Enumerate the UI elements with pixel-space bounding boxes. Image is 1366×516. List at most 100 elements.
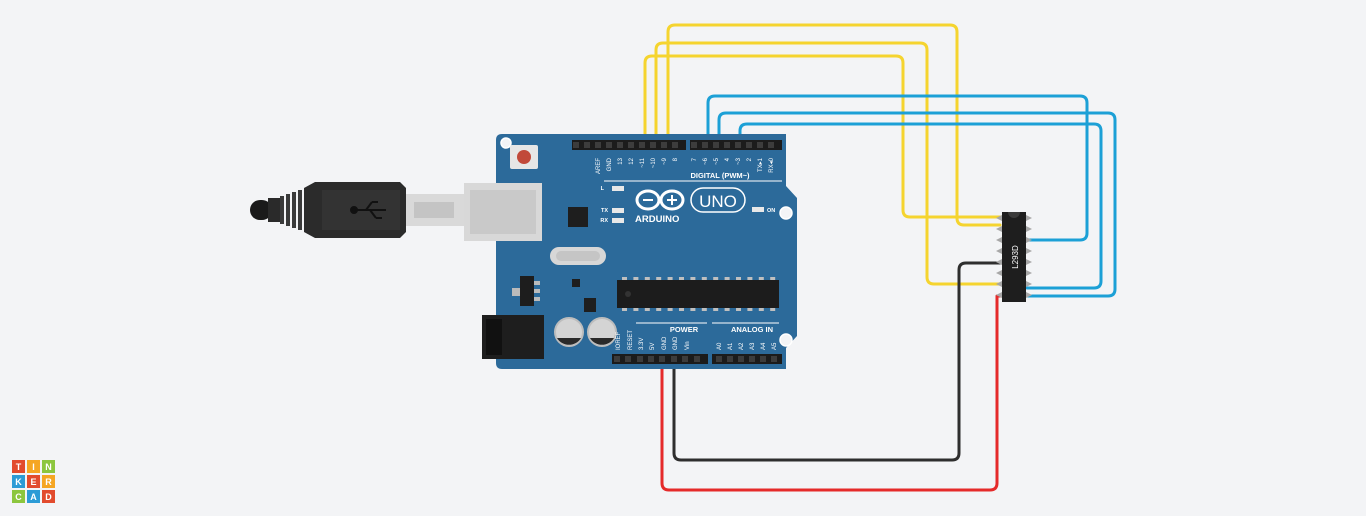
logo-cell <box>12 490 25 503</box>
digital-pin-label: 7 <box>692 157 698 161</box>
usb-cable[interactable] <box>250 182 466 238</box>
header-pin-hole[interactable] <box>573 142 579 148</box>
digital-pin-label: 2 <box>747 157 753 161</box>
analog-pin-holes[interactable] <box>716 356 777 362</box>
header-pin-hole[interactable] <box>595 142 601 148</box>
led-on <box>752 207 764 212</box>
l293d-body <box>1002 212 1026 302</box>
chip-pin <box>679 277 684 280</box>
l293d-pins[interactable] <box>996 215 1032 298</box>
header-pin-hole[interactable] <box>735 142 741 148</box>
model-badge <box>690 187 746 213</box>
wire-blue-pin6[interactable] <box>706 94 1089 242</box>
digital-pin-holes[interactable] <box>573 142 774 148</box>
power-jack-opening <box>486 319 502 355</box>
chip-pin <box>713 277 719 280</box>
l293d-pin-right[interactable] <box>1026 270 1032 276</box>
header-pin-hole[interactable] <box>738 356 744 362</box>
header-pin-hole[interactable] <box>727 356 733 362</box>
arduino-uno-board[interactable]: L TX RX ON ARDUINO UNO DIGITAL (PWM~) PO… <box>464 134 797 369</box>
chip-pin <box>622 277 627 280</box>
header-pin-hole[interactable] <box>682 356 688 362</box>
l293d-pin-left[interactable] <box>996 292 1002 298</box>
l293d-pin-left[interactable] <box>996 215 1002 221</box>
header-pin-hole[interactable] <box>606 142 612 148</box>
wire-blue-pin3[interactable] <box>738 122 1103 290</box>
header-pin-hole[interactable] <box>724 142 730 148</box>
header-pin-hole[interactable] <box>702 142 708 148</box>
digital-pin-label: ~10 <box>651 157 657 168</box>
analog-pin-label: A3 <box>750 342 756 350</box>
digital-pin-label: 12 <box>629 157 635 164</box>
wire-yellow-pin9[interactable] <box>643 54 1002 219</box>
header-pin-hole[interactable] <box>637 356 643 362</box>
wire-black-gnd[interactable] <box>672 261 1002 462</box>
usb-cable-end <box>250 200 272 220</box>
l293d-pin-right[interactable] <box>1026 226 1032 232</box>
l293d-pin-left[interactable] <box>996 281 1002 287</box>
header-pin-hole[interactable] <box>584 142 590 148</box>
wire-yellow-pin10[interactable] <box>654 41 1002 286</box>
l293d-pin-left[interactable] <box>996 226 1002 232</box>
l293d-pin-right[interactable] <box>1026 248 1032 254</box>
wire-blue-pin5[interactable] <box>717 111 1117 298</box>
chip-pin <box>736 277 741 280</box>
reset-button-cap[interactable] <box>517 150 531 164</box>
header-pin-hole[interactable] <box>694 356 700 362</box>
l293d-pin-left[interactable] <box>996 237 1002 243</box>
logo-letter: D <box>45 492 52 502</box>
l293d-chip[interactable]: L293D <box>996 212 1032 302</box>
power-pin-holes[interactable] <box>614 356 700 362</box>
header-pin-hole[interactable] <box>757 142 763 148</box>
power-header-label: POWER <box>670 325 699 334</box>
header-pin-hole[interactable] <box>661 142 667 148</box>
chip-pin <box>724 277 730 280</box>
power-pin-label: GND <box>673 336 679 350</box>
header-pin-hole[interactable] <box>760 356 766 362</box>
header-pin-hole[interactable] <box>617 142 623 148</box>
header-pin-hole[interactable] <box>628 142 634 148</box>
wire-red-5v[interactable] <box>660 294 1002 492</box>
header-pin-hole[interactable] <box>639 142 645 148</box>
header-pin-hole[interactable] <box>716 356 722 362</box>
digital-pin-label: TX▸1 <box>758 157 764 172</box>
header-pin-hole[interactable] <box>614 356 620 362</box>
header-pin-hole[interactable] <box>746 142 752 148</box>
l293d-pin-left[interactable] <box>996 259 1002 265</box>
header-pin-hole[interactable] <box>625 356 631 362</box>
regulator-lead <box>534 297 540 301</box>
analog-pin-label: A2 <box>739 342 745 350</box>
header-pin-hole[interactable] <box>691 142 697 148</box>
l293d-pin-right[interactable] <box>1026 292 1032 298</box>
l293d-pin-right[interactable] <box>1026 215 1032 221</box>
header-pin-hole[interactable] <box>659 356 665 362</box>
on-label: ON <box>767 208 775 214</box>
wire-yellow-pin11[interactable] <box>666 23 1002 227</box>
header-pin-hole[interactable] <box>713 142 719 148</box>
logo-letter: A <box>30 492 37 502</box>
analog-header <box>712 354 782 364</box>
l293d-pin-right[interactable] <box>1026 259 1032 265</box>
header-pin-hole[interactable] <box>671 356 677 362</box>
l293d-pin-left[interactable] <box>996 270 1002 276</box>
l293d-pin-right[interactable] <box>1026 281 1032 287</box>
header-pin-hole[interactable] <box>749 356 755 362</box>
header-pin-hole[interactable] <box>650 142 656 148</box>
l293d-pin-right[interactable] <box>1026 237 1032 243</box>
header-pin-hole[interactable] <box>672 142 678 148</box>
smd-component <box>572 279 580 287</box>
led-l <box>612 186 624 191</box>
header-pin-hole[interactable] <box>771 356 777 362</box>
brand-label: ARDUINO <box>635 214 679 225</box>
header-pin-hole[interactable] <box>648 356 654 362</box>
chip-pin <box>667 308 673 311</box>
l293d-pin-left[interactable] <box>996 248 1002 254</box>
regulator-lead <box>534 281 540 285</box>
header-pin-hole[interactable] <box>768 142 774 148</box>
usb-socket-inner <box>470 190 536 234</box>
chip-pin <box>690 277 696 280</box>
smd-component <box>584 298 596 312</box>
